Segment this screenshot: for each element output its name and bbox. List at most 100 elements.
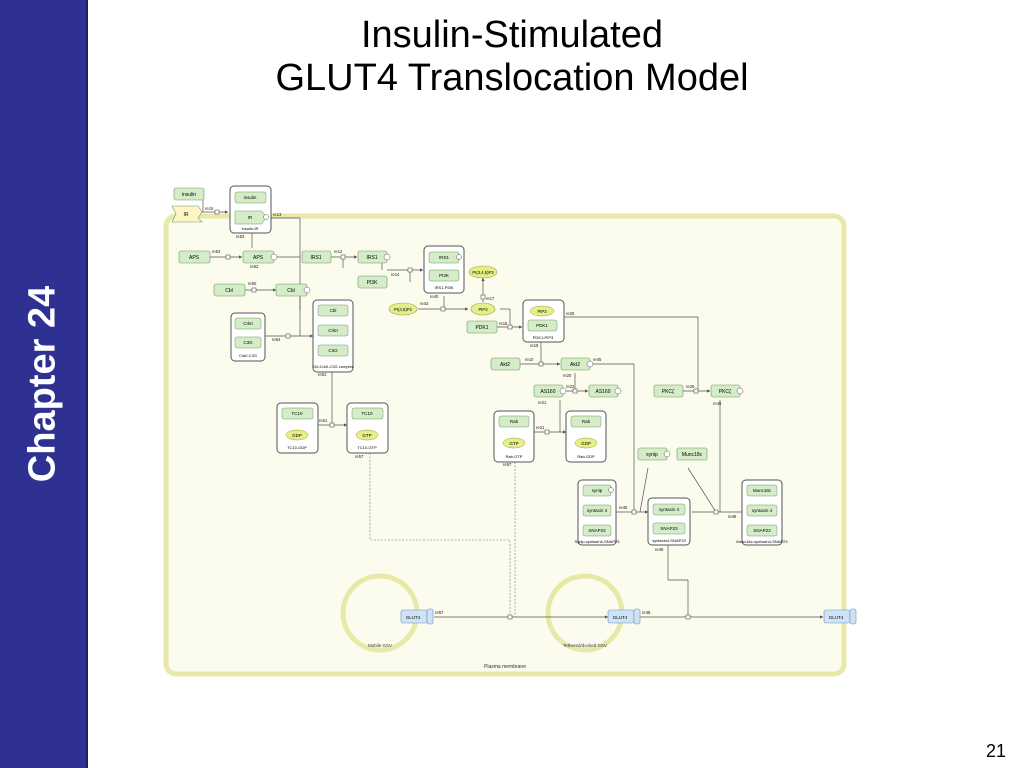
reaction-label: re57 bbox=[503, 462, 512, 467]
complex-member-label: Munc18c bbox=[753, 488, 772, 493]
slide-title-line-1: Insulin-Stimulated bbox=[360, 14, 664, 56]
page-number: 21 bbox=[985, 741, 1006, 761]
process-node bbox=[440, 306, 446, 312]
process-node bbox=[507, 324, 513, 330]
species-node-akt2 bbox=[490, 357, 521, 371]
process-node bbox=[340, 254, 346, 260]
species-node-aps bbox=[178, 250, 211, 264]
complex-member-label: IR bbox=[248, 215, 253, 220]
species-node-munc18c bbox=[676, 447, 708, 461]
modifier-line bbox=[369, 453, 511, 617]
complex-member bbox=[582, 504, 612, 517]
phospho-site-icon bbox=[736, 387, 744, 395]
process-node bbox=[214, 209, 220, 215]
species-node-pkcz bbox=[653, 384, 684, 398]
modifier-lines bbox=[369, 453, 516, 617]
reaction-label: re51 bbox=[319, 418, 328, 423]
reaction-label: re57 bbox=[355, 454, 364, 459]
reaction-label: re18 bbox=[499, 321, 508, 326]
reaction-label: re50 bbox=[248, 281, 257, 286]
species-label: synip bbox=[646, 452, 658, 458]
complex-member-label: C3G bbox=[243, 340, 253, 345]
glut4-nodes: GLUT4 GLUT4 GLUT4 bbox=[400, 608, 857, 625]
species-node-cbl bbox=[213, 283, 246, 297]
complex-member-label: syntaxin 4 bbox=[587, 508, 608, 513]
species-label: AS160 bbox=[540, 389, 555, 395]
complex-member bbox=[498, 415, 530, 428]
phospho-site-icon bbox=[614, 387, 622, 395]
species-label: Munc18c bbox=[682, 452, 703, 458]
reaction-label: re10 bbox=[525, 357, 534, 362]
phospho-site-icon bbox=[456, 254, 462, 260]
complex-member bbox=[281, 407, 314, 420]
complex-label: Cbl-CrkII-C3G complex bbox=[312, 364, 353, 369]
reaction-label: re26 bbox=[686, 384, 695, 389]
reaction-line bbox=[639, 467, 649, 513]
complex-member-label: synip bbox=[592, 488, 603, 493]
reaction-label: re53 bbox=[212, 249, 221, 254]
complex-label: syntaxin4-SNAP23 bbox=[652, 538, 686, 543]
complex-label: Synip-syntaxin4-SNAP23 bbox=[575, 539, 621, 544]
phospho-site-icon bbox=[383, 253, 391, 261]
reaction-label: re43 bbox=[420, 301, 429, 306]
reaction-label: re57 bbox=[435, 610, 444, 615]
reaction-label: re19 bbox=[530, 343, 539, 348]
glut4-translocation-diagram: Plasma membrane Mobile GSV Tethered/dock… bbox=[163, 185, 857, 677]
reaction-label: re21 bbox=[536, 425, 545, 430]
complex-member bbox=[317, 344, 349, 357]
complex-member-label: Rab bbox=[582, 419, 591, 424]
lipid-label: PI(4,5)P2 bbox=[394, 307, 412, 312]
lipid-label: PIP3 bbox=[478, 307, 488, 312]
species-node-insulin bbox=[173, 187, 205, 201]
complex-member-label: PDK1 bbox=[536, 323, 548, 328]
process-node bbox=[507, 614, 513, 620]
phospho-site-icon bbox=[586, 360, 594, 368]
reaction-label: re48 bbox=[642, 610, 651, 615]
complex-member bbox=[746, 504, 778, 517]
complex-member bbox=[234, 336, 262, 349]
reaction-label: re12 bbox=[334, 249, 343, 254]
reaction-label: re20 bbox=[563, 373, 572, 378]
complex-member-label: insulin bbox=[244, 195, 257, 200]
lipid-label: PI(3,4,5)P3 bbox=[472, 270, 494, 275]
reaction-label: re53 bbox=[236, 234, 245, 239]
glut4-label: GLUT4 bbox=[829, 615, 844, 620]
reaction-label: re54 bbox=[272, 337, 281, 342]
reaction-label: re14 bbox=[391, 272, 400, 277]
complex-member-nucleotide bbox=[574, 437, 598, 449]
complex-label: Munc18c-syntaxin4-SNAP23 bbox=[736, 539, 788, 544]
complex-member-receptor bbox=[234, 210, 267, 225]
complex-member-label: GTP bbox=[362, 433, 371, 438]
complex-label: PDK1-PIP3 bbox=[533, 335, 554, 340]
complex-member bbox=[317, 324, 349, 337]
process-node bbox=[544, 429, 550, 435]
chapter-sidebar: Chapter 24 bbox=[0, 0, 88, 768]
species-label: APS bbox=[189, 255, 200, 261]
reaction-label: re48 bbox=[655, 547, 664, 552]
lipid-nodes: PI(3,4,5)P3 PI(4,5)P2 PIP3 bbox=[388, 265, 498, 316]
complex-member bbox=[746, 524, 778, 537]
complex-member-lipid bbox=[529, 305, 555, 317]
complex-member bbox=[582, 524, 612, 537]
glut4-channel-icon bbox=[849, 608, 857, 625]
species-node-irs1 bbox=[301, 250, 332, 264]
complex-member bbox=[317, 304, 349, 317]
process-node bbox=[285, 333, 291, 339]
complex-member-label: TC10 bbox=[361, 411, 373, 416]
process-node bbox=[251, 287, 257, 293]
complex-member-label: syntaxin 4 bbox=[659, 507, 680, 512]
species-label: IR bbox=[184, 212, 189, 218]
complex-member bbox=[652, 522, 686, 535]
phospho-site-icon bbox=[559, 387, 567, 395]
lipid-node-pip3-pool bbox=[468, 265, 498, 279]
complex-member bbox=[652, 503, 686, 516]
plasma-membrane-label: Plasma membrane bbox=[484, 664, 526, 670]
reaction-label: re45 bbox=[619, 505, 628, 510]
slide-title: Insulin-Stimulated GLUT4 Translocation M… bbox=[86, 14, 938, 100]
complex-label: IRS1-PI3K bbox=[435, 285, 454, 290]
species-label: Cbl bbox=[287, 288, 295, 294]
complex-member bbox=[234, 191, 267, 204]
species-label: APS bbox=[253, 255, 264, 261]
complex-member-label: GTP bbox=[509, 441, 518, 446]
species-label: PI3K bbox=[367, 280, 379, 286]
